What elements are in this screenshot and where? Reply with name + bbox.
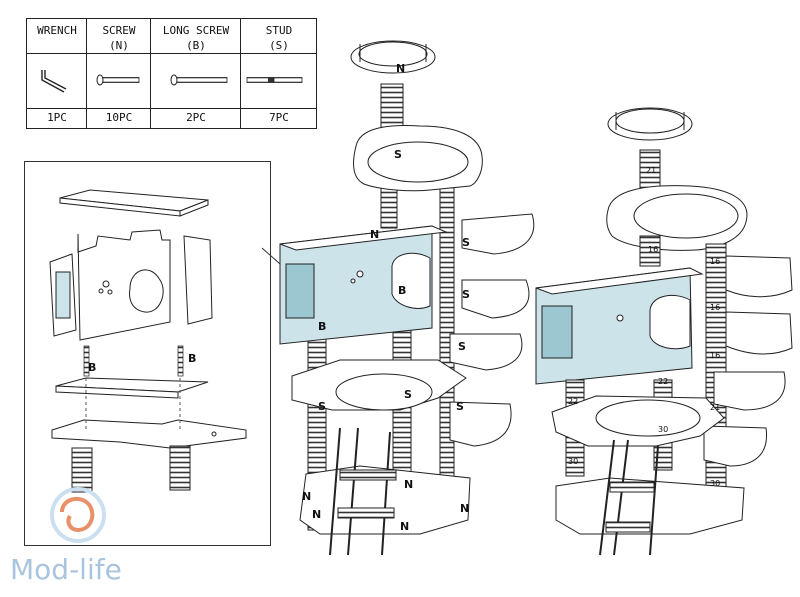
- watermark-text: Mod-life: [10, 553, 122, 586]
- tower-s-1: S: [394, 148, 402, 161]
- parts-table: WRENCH SCREW (N) LONG SCREW (B) STUD (S)…: [26, 18, 316, 128]
- num-label: 21: [646, 166, 656, 175]
- num-label: 30: [710, 479, 720, 488]
- num-label: 30: [658, 425, 668, 434]
- tower-s-6: S: [318, 400, 326, 413]
- parts-table-grid: [26, 18, 317, 129]
- stud-icon: [246, 77, 303, 83]
- col-long-screw-code: (B): [186, 39, 206, 52]
- tower-s-5: S: [456, 400, 464, 413]
- middle-tower: [279, 40, 535, 556]
- col-screw-name: SCREW: [102, 24, 136, 37]
- tower-s-3: S: [462, 288, 470, 301]
- right-tower: [535, 107, 793, 556]
- detail-b-right-label: B: [188, 352, 196, 365]
- detail-long-screws: [83, 345, 184, 430]
- col-wrench-qty: 1PC: [47, 111, 67, 124]
- num-label: 16: [710, 303, 720, 312]
- tower-b-1: B: [398, 284, 406, 297]
- detail-b-left-label: B: [88, 361, 96, 374]
- wrench-icon: [41, 70, 67, 93]
- screw-icon: [96, 74, 140, 86]
- num-label: 22: [568, 397, 578, 406]
- tower-n-b3: N: [404, 478, 413, 491]
- tower-s-2: S: [462, 236, 470, 249]
- col-long-screw-qty: 2PC: [186, 111, 206, 124]
- detail-left-panel: [49, 253, 77, 337]
- detail-base-board: [51, 419, 247, 449]
- detail-posts: [71, 445, 191, 493]
- tower-b-2: B: [318, 320, 326, 333]
- tower-n-b2: N: [312, 508, 321, 521]
- col-stud-name: STUD: [265, 24, 293, 37]
- tower-n-b4: N: [460, 502, 469, 515]
- tower-n-mid: N: [370, 228, 379, 241]
- col-screw-qty: 10PC: [105, 111, 133, 124]
- num-label: 16: [710, 257, 720, 266]
- long-screw-icon: [170, 74, 228, 86]
- num-label: 22: [658, 377, 668, 386]
- tower-n-b1: N: [302, 490, 311, 503]
- tower-n-b5: N: [400, 520, 409, 533]
- tower-n-top: N: [396, 62, 405, 75]
- detail-right-panel: [183, 235, 213, 325]
- tower-s-7: S: [404, 388, 412, 401]
- col-stud-qty: 7PC: [269, 111, 289, 124]
- col-screw-code: (N): [109, 39, 129, 52]
- detail-floor-panel: [55, 377, 209, 399]
- num-label: 30: [568, 457, 578, 466]
- num-label: 16: [648, 245, 658, 254]
- tower-s-4: S: [458, 340, 466, 353]
- detail-back-panel: [77, 229, 171, 341]
- col-stud-code: (S): [269, 39, 289, 52]
- num-label: 16: [710, 351, 720, 360]
- col-wrench-name: WRENCH: [37, 24, 77, 37]
- detail-top-panel: [59, 189, 209, 217]
- mod-life-logo-icon: [50, 487, 106, 543]
- num-label: 21: [710, 403, 720, 412]
- col-long-screw-name: LONG SCREW: [162, 24, 230, 37]
